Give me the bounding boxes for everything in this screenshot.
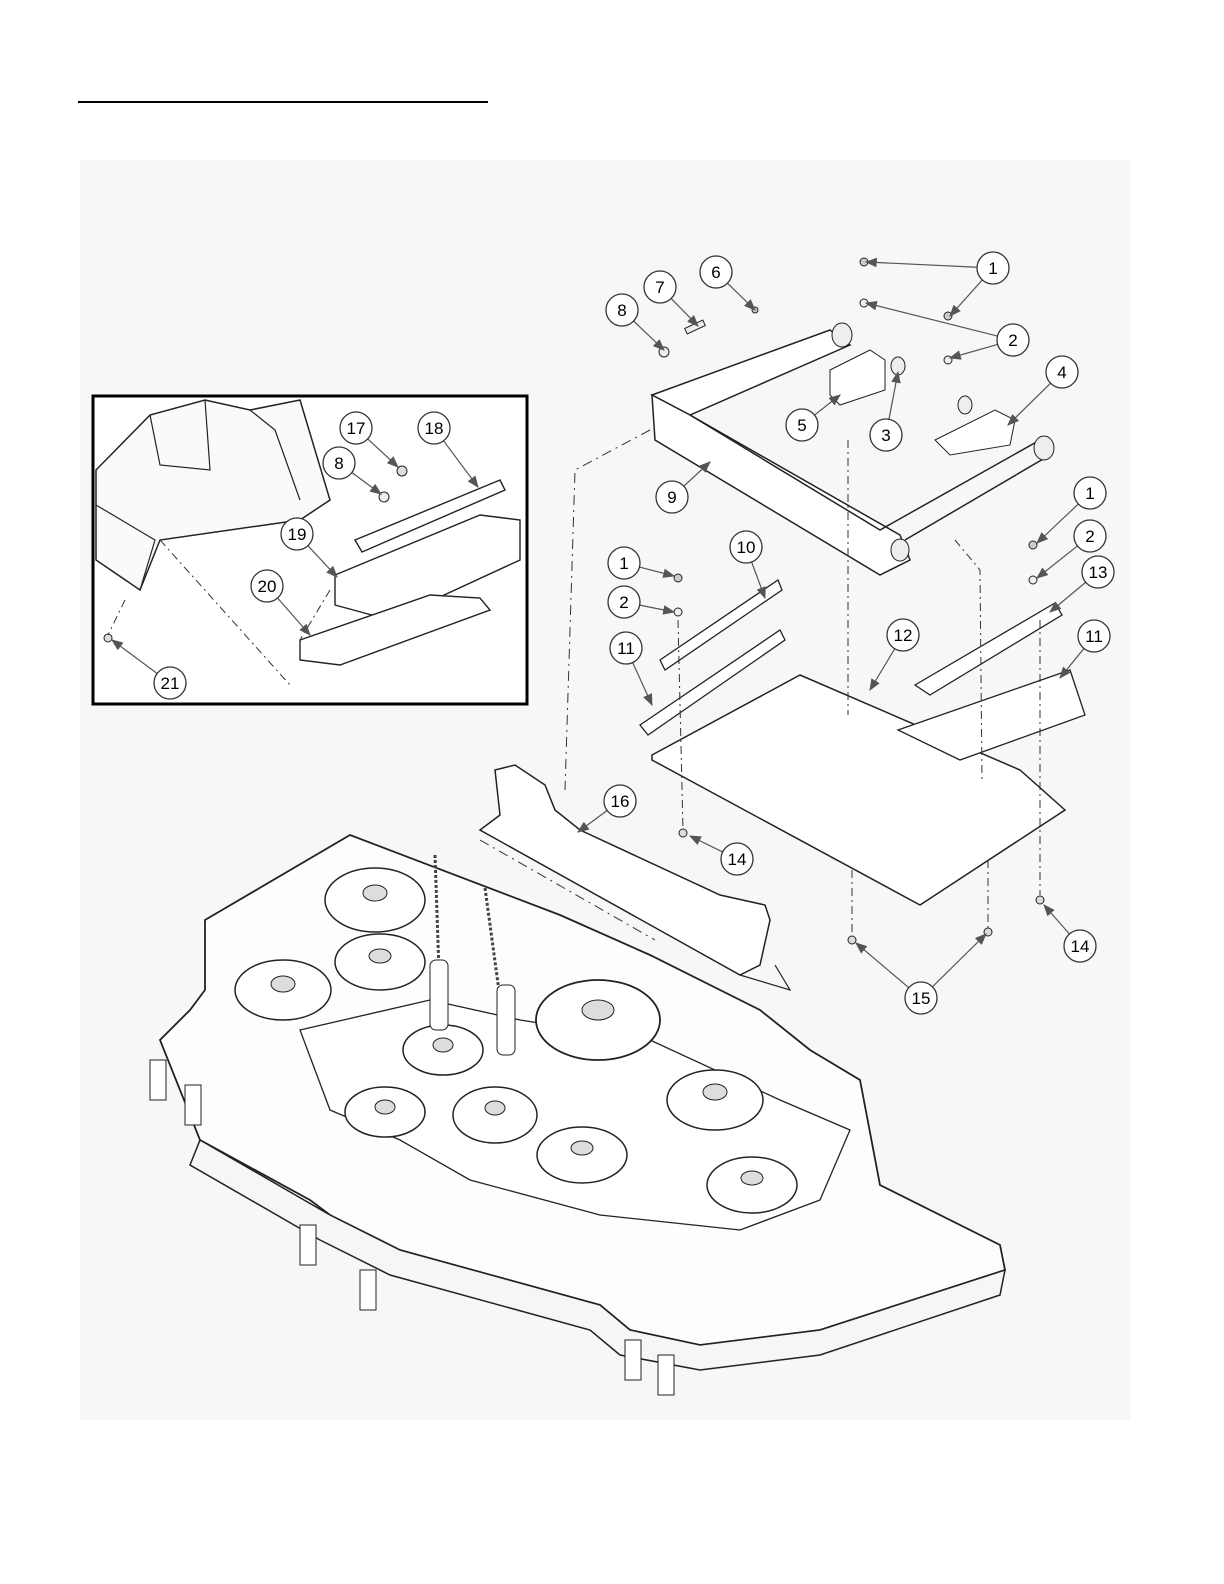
callout-leader-line xyxy=(1037,504,1078,543)
callout-leader-line xyxy=(866,303,997,336)
mower-deck xyxy=(150,835,1005,1395)
callout-leader-line xyxy=(889,372,898,419)
callout-number: 20 xyxy=(258,577,277,596)
callout-c1b: 1 xyxy=(608,547,674,579)
callout-number: 8 xyxy=(334,454,343,473)
callout-c1a: 1 xyxy=(866,252,1009,316)
callout-leader-line xyxy=(1060,648,1084,678)
callout-number: 1 xyxy=(988,259,997,278)
callout-c12: 12 xyxy=(870,619,919,690)
callout-c16: 16 xyxy=(578,785,636,832)
callout-leader-line xyxy=(578,811,607,832)
callout-leader-line xyxy=(1050,582,1086,612)
callout-number: 2 xyxy=(619,593,628,612)
callout-leader-line xyxy=(633,663,652,705)
callout-number: 2 xyxy=(1085,527,1094,546)
callout-leader-line xyxy=(727,283,755,310)
callout-leader-line xyxy=(634,321,664,350)
callout-leader-line xyxy=(671,298,698,326)
callout-c2b: 2 xyxy=(608,586,674,618)
callout-number: 7 xyxy=(655,278,664,297)
inset-detail xyxy=(93,396,527,704)
callout-leader-line xyxy=(640,605,674,612)
callout-leader-line xyxy=(1037,546,1077,578)
frame-assembly xyxy=(652,258,1054,575)
callout-c9: 9 xyxy=(656,462,710,513)
callout-leader-line xyxy=(950,344,998,358)
callout-c14b: 14 xyxy=(1044,905,1096,962)
callout-c4: 4 xyxy=(1008,356,1078,425)
callout-leader-line xyxy=(856,943,909,988)
callout-c11a: 11 xyxy=(610,632,652,705)
callout-leader-line xyxy=(870,649,895,690)
callout-number: 4 xyxy=(1057,363,1066,382)
callout-number: 18 xyxy=(425,419,444,438)
callout-leader-line xyxy=(1008,383,1051,425)
callout-number: 6 xyxy=(711,263,720,282)
callout-leader-line xyxy=(639,567,674,576)
callout-number: 1 xyxy=(1085,484,1094,503)
callout-leader-line xyxy=(1044,905,1069,934)
callout-number: 8 xyxy=(617,301,626,320)
callout-number: 3 xyxy=(881,426,890,445)
callout-leader-line xyxy=(690,836,723,852)
callout-c7: 7 xyxy=(644,271,698,326)
callout-number: 16 xyxy=(611,792,630,811)
callout-number: 5 xyxy=(797,416,806,435)
callout-c10: 10 xyxy=(730,531,765,598)
callout-number: 15 xyxy=(912,989,931,1008)
callout-c2a: 2 xyxy=(866,303,1029,358)
callout-number: 14 xyxy=(728,850,747,869)
callout-number: 12 xyxy=(894,626,913,645)
callout-number: 21 xyxy=(161,674,180,693)
callout-c6: 6 xyxy=(700,256,755,310)
callout-number: 10 xyxy=(737,538,756,557)
callout-c14a: 14 xyxy=(690,836,753,875)
callout-leader-line xyxy=(815,395,840,415)
callout-leader-line xyxy=(950,280,982,316)
callout-number: 9 xyxy=(667,488,676,507)
callout-c11b: 11 xyxy=(1060,620,1110,678)
callout-leader-line xyxy=(932,934,986,987)
callout-number: 11 xyxy=(1085,627,1103,646)
callout-number: 14 xyxy=(1071,937,1090,956)
callout-leader-line xyxy=(866,262,977,267)
callout-number: 17 xyxy=(347,419,366,438)
callout-number: 13 xyxy=(1089,563,1108,582)
callout-c13: 13 xyxy=(1050,556,1114,612)
callout-number: 2 xyxy=(1008,331,1017,350)
callout-number: 19 xyxy=(288,525,307,544)
callout-c15: 15 xyxy=(856,934,986,1014)
callout-number: 1 xyxy=(619,554,628,573)
callout-number: 11 xyxy=(617,639,635,658)
callout-c5: 5 xyxy=(786,395,840,441)
